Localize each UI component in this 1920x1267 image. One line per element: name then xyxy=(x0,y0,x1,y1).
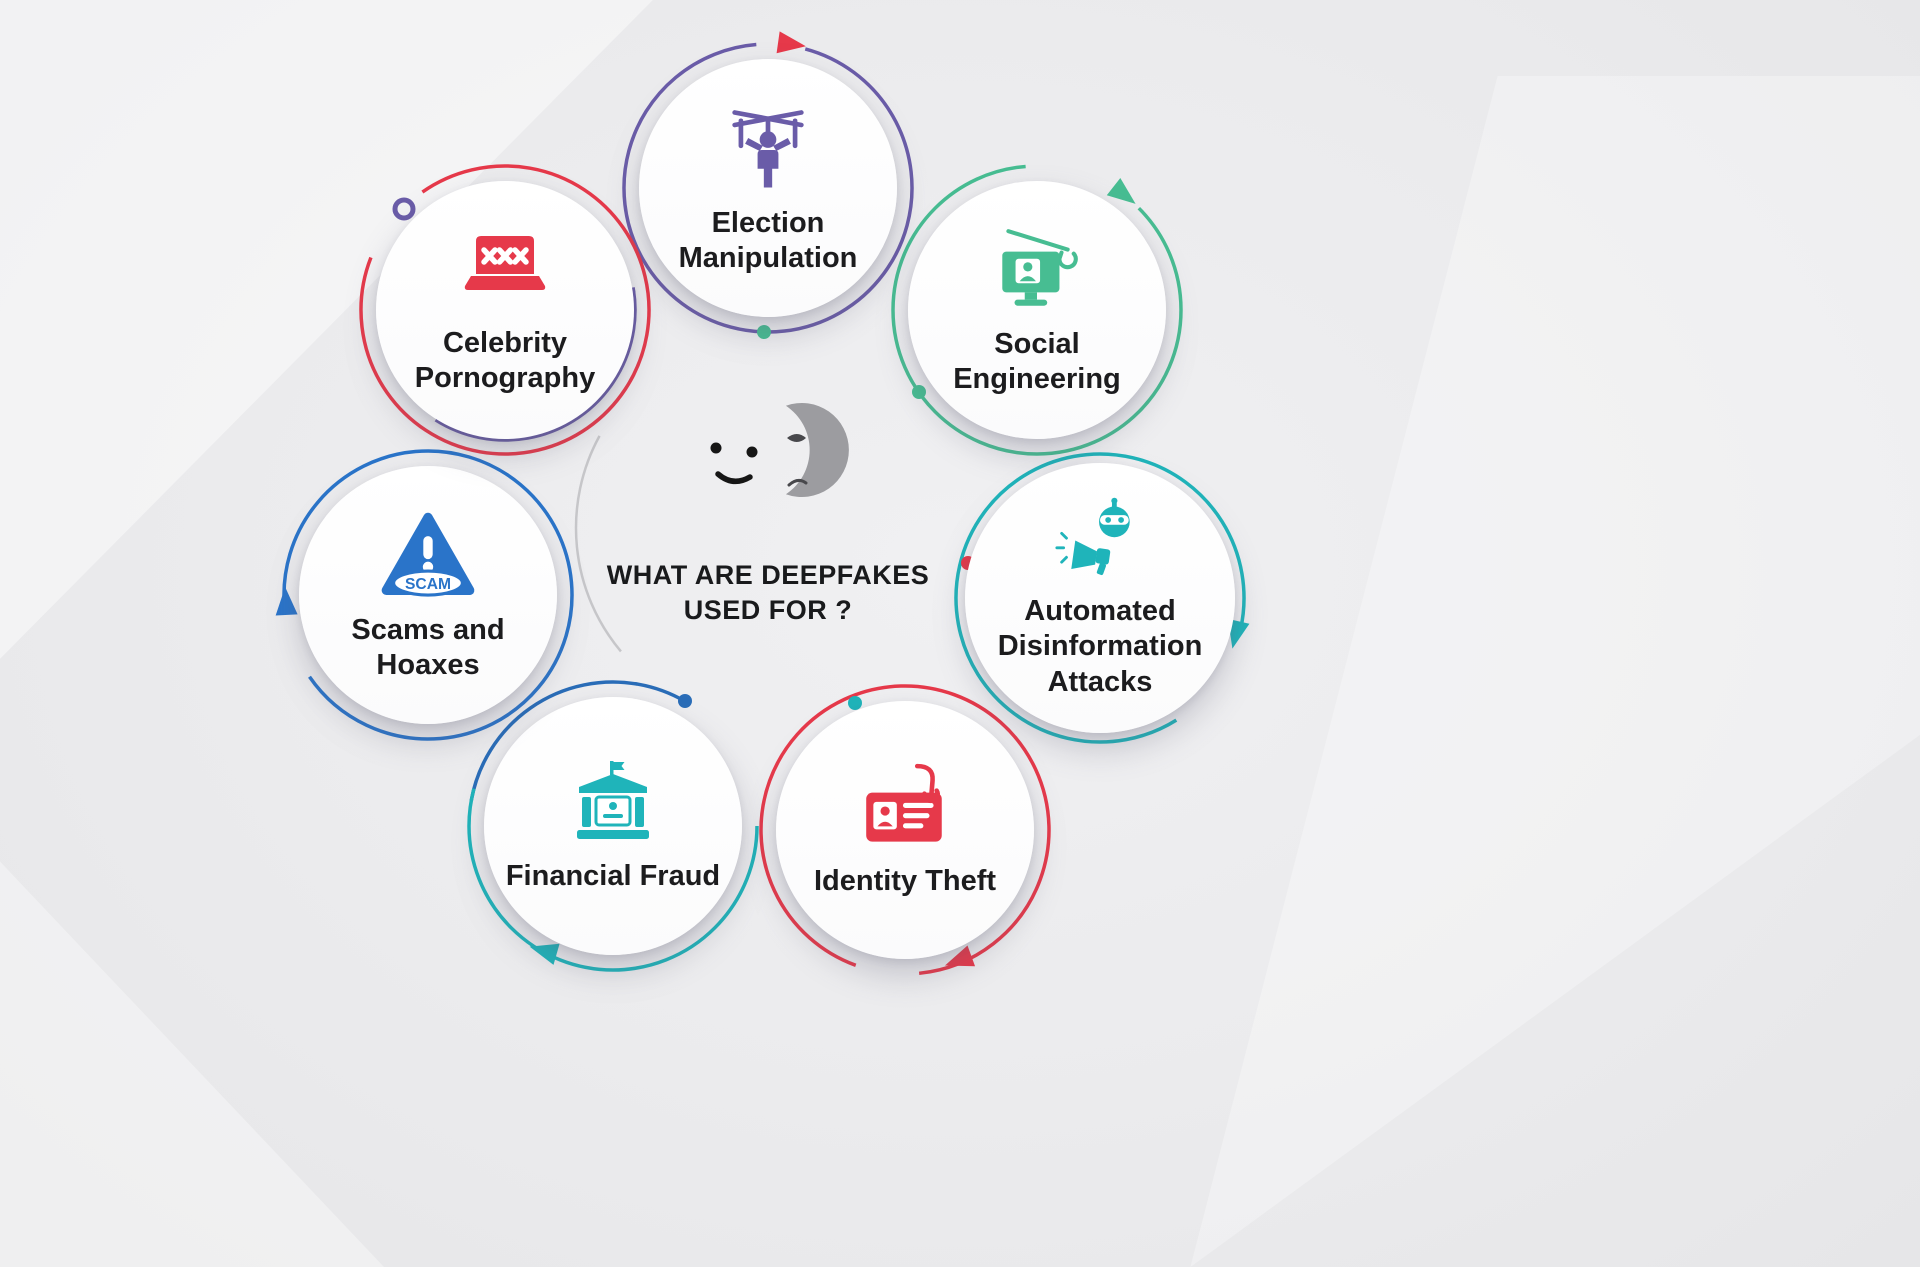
node-circle xyxy=(639,59,897,317)
node-label: Election Manipulation xyxy=(678,206,858,274)
node-automated-disinformation-attacks: Automated Disinformation Attacks xyxy=(930,428,1270,768)
arrow-icon xyxy=(275,587,298,616)
ring-arc xyxy=(622,31,914,339)
scam-warning-triangle-icon: SCAM xyxy=(381,512,475,597)
censored-xxx-icon xyxy=(464,235,546,290)
id-card-hook-icon xyxy=(866,764,942,842)
node-identity-theft: Identity Theft xyxy=(735,660,1075,1000)
node-label: Financial Fraud xyxy=(505,860,721,893)
connector-dot xyxy=(912,385,926,399)
ring-arc xyxy=(891,164,1183,456)
arrow-icon xyxy=(944,945,976,967)
node-label: Identity Theft xyxy=(813,865,997,898)
connector-dot xyxy=(757,325,771,339)
node-celebrity-pornography: Celebrity Pornography xyxy=(335,140,675,480)
ring-arc xyxy=(275,449,574,741)
node-label: Social Engineering xyxy=(953,327,1121,395)
node-election-manipulation: Election Manipulation xyxy=(598,18,938,358)
robot-megaphone-icon xyxy=(1055,497,1130,575)
node-label: Scams and Hoaxes xyxy=(351,613,505,681)
arrow-icon xyxy=(529,943,560,965)
ring-arc xyxy=(359,164,651,456)
ring-arc xyxy=(467,680,759,972)
node-label: Automated Disinformation Attacks xyxy=(997,594,1203,698)
arrow-icon xyxy=(776,31,806,54)
connector-dot xyxy=(848,696,862,710)
node-social-engineering: Social Engineering xyxy=(867,140,1207,480)
scam-icon-text: SCAM xyxy=(405,575,451,592)
puppet-marionette-icon xyxy=(732,109,804,188)
deepfake-face-mask-icon xyxy=(710,403,849,497)
node-label: Celebrity Pornography xyxy=(414,326,596,394)
arrow-icon xyxy=(1227,618,1250,649)
center-gray-arc xyxy=(574,334,962,722)
phishing-monitor-icon xyxy=(1002,228,1078,306)
node-scams-and-hoaxes: SCAM Scams and Hoaxes xyxy=(258,425,598,765)
page-title: WHAT ARE DEEPFAKES USED FOR ? xyxy=(606,560,930,626)
ring-arc xyxy=(759,684,1051,976)
node-circle xyxy=(908,181,1166,439)
bank-building-icon xyxy=(577,761,649,840)
node-circle xyxy=(965,463,1235,733)
node-circle xyxy=(376,181,634,439)
arrow-icon xyxy=(1106,177,1136,204)
connector-dot xyxy=(678,694,692,708)
node-financial-fraud: Financial Fraud xyxy=(443,656,783,996)
connector-ring-dot xyxy=(392,197,416,221)
